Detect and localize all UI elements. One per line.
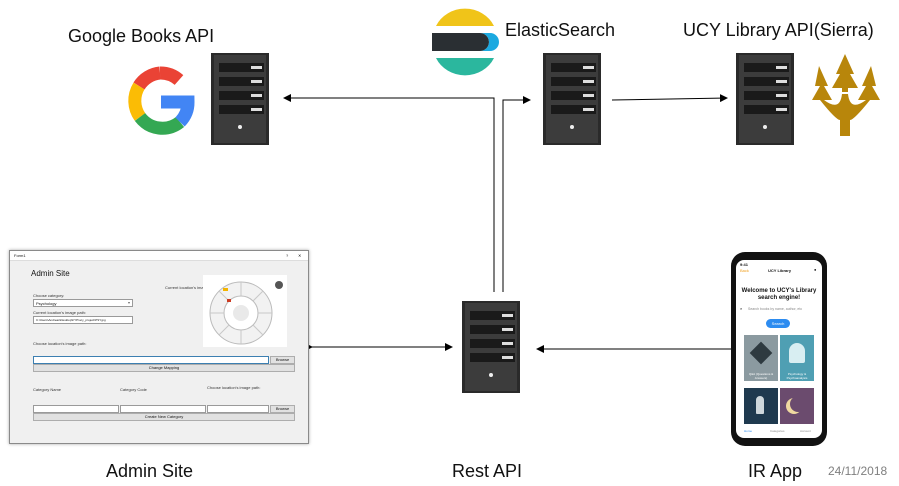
user-icon[interactable]: ● bbox=[814, 267, 817, 272]
google-logo-icon bbox=[128, 66, 195, 135]
google-books-label: Google Books API bbox=[68, 26, 215, 46]
category-select-value: Psychology bbox=[36, 301, 57, 306]
category-name-label: Category Name bbox=[33, 387, 62, 392]
current-image-label: Current location's image: bbox=[165, 285, 210, 290]
create-category-button[interactable]: Create New Category bbox=[33, 413, 295, 421]
choose-image-field[interactable] bbox=[33, 356, 269, 364]
new-image-path-field[interactable] bbox=[207, 405, 269, 413]
category-tile-space[interactable] bbox=[744, 388, 778, 424]
tile-caption: Psychology & Psychoanalysis bbox=[786, 372, 808, 380]
search-icon: ⌕ bbox=[740, 306, 743, 311]
iphone-mockup: 9:41 Back UCY Library ● Welcome to UCY's… bbox=[731, 252, 827, 446]
window-title: Form1 bbox=[14, 253, 26, 258]
ucy-library-label: UCY Library API(Sierra) bbox=[683, 20, 874, 40]
arrow-rest-to-elastic bbox=[502, 96, 531, 292]
search-button[interactable]: Search bbox=[766, 319, 790, 328]
date-label: 24/11/2018 bbox=[828, 464, 888, 478]
server-rest-api-icon bbox=[462, 301, 520, 393]
category-code-field[interactable] bbox=[120, 405, 206, 413]
close-icon[interactable]: ✕ bbox=[298, 253, 302, 258]
category-tile-qa[interactable]: Q&A (Questions & Answers) bbox=[744, 335, 778, 381]
question-icon bbox=[749, 341, 773, 365]
category-name-field[interactable] bbox=[33, 405, 119, 413]
browse-image-button[interactable]: Browse Image bbox=[270, 356, 295, 368]
arrow-elastic-to-ucy bbox=[611, 94, 728, 103]
choose-image-path-label: Choose location's image path: bbox=[207, 385, 261, 390]
tab-home[interactable]: Home bbox=[744, 429, 753, 433]
category-tile-psychology[interactable]: Psychology & Psychoanalysis bbox=[780, 335, 814, 381]
help-icon[interactable]: ? bbox=[286, 253, 289, 258]
image-path-value: C:\Users\Andreas\Desktop\FYP\ucy_project… bbox=[36, 318, 106, 322]
elasticsearch-logo-icon bbox=[432, 8, 499, 76]
browse-image-button-2[interactable]: Browse Image bbox=[270, 405, 295, 417]
window-titlebar: Form1 ? ✕ bbox=[10, 251, 308, 261]
image-path-field[interactable]: C:\Users\Andreas\Desktop\FYP\ucy_project… bbox=[33, 316, 133, 324]
ir-app-label: IR App bbox=[748, 461, 803, 481]
change-mapping-button[interactable]: Change Mapping bbox=[33, 364, 295, 372]
head-icon bbox=[789, 343, 805, 363]
category-tile-night[interactable] bbox=[780, 388, 814, 424]
search-input[interactable]: Search books by name, author, etc bbox=[748, 307, 803, 311]
map-wheel-icon bbox=[209, 281, 283, 345]
admin-heading: Admin Site bbox=[31, 269, 70, 278]
back-button[interactable]: Back bbox=[740, 268, 749, 273]
rocket-icon bbox=[756, 396, 764, 414]
choose-image-label: Choose location's image path: bbox=[33, 341, 87, 346]
chevron-down-icon: ▾ bbox=[127, 300, 130, 305]
admin-site-label: Admin Site bbox=[106, 461, 194, 481]
category-code-label: Category Code bbox=[120, 387, 147, 392]
choose-category-label: Choose category: bbox=[33, 293, 65, 298]
elasticsearch-label: ElasticSearch bbox=[505, 20, 616, 40]
tile-caption: Q&A (Questions & Answers) bbox=[748, 372, 774, 380]
arrow-rest-to-google bbox=[283, 94, 495, 292]
rest-api-label: Rest API bbox=[452, 461, 523, 481]
nav-title: UCY Library bbox=[768, 268, 792, 273]
welcome-text: Welcome to UCY's Library search engine! bbox=[741, 288, 817, 301]
image-path-label: Current location's image path: bbox=[33, 310, 87, 315]
tab-categories[interactable]: Categories bbox=[770, 429, 785, 433]
admin-site-window: Form1 ? ✕ Admin Site Current location's … bbox=[9, 250, 309, 444]
category-select[interactable]: Psychology ▾ bbox=[33, 299, 133, 307]
tab-account[interactable]: Account bbox=[800, 429, 811, 433]
server-elasticsearch-icon bbox=[543, 53, 601, 145]
location-image bbox=[203, 275, 287, 347]
phone-screen: 9:41 Back UCY Library ● Welcome to UCY's… bbox=[736, 260, 822, 438]
server-google-icon bbox=[211, 53, 269, 145]
status-time: 9:41 bbox=[740, 262, 749, 267]
ucy-logo-icon bbox=[812, 54, 880, 136]
server-ucy-icon bbox=[736, 53, 794, 145]
moon-icon bbox=[790, 396, 806, 412]
